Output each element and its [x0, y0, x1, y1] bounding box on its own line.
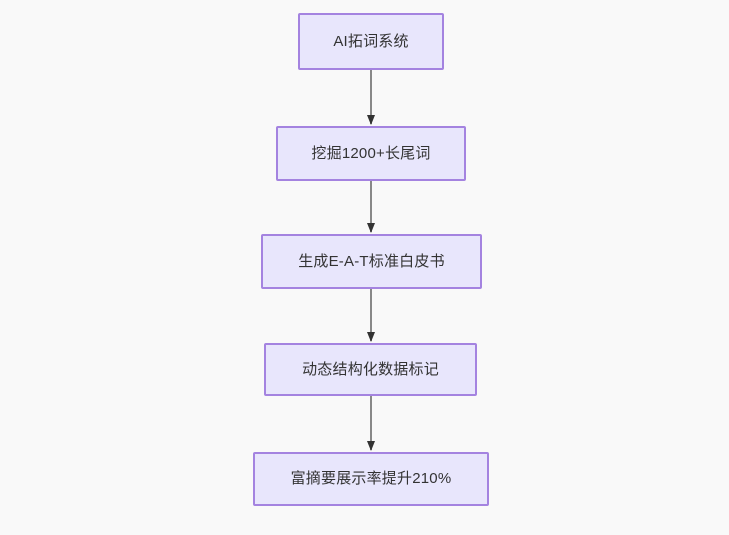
flow-node-label: 动态结构化数据标记 — [302, 360, 439, 378]
flow-node-label: 挖掘1200+长尾词 — [311, 144, 431, 162]
flow-node-label: AI拓词系统 — [333, 32, 409, 50]
flow-node-generate-eat-whitepaper[interactable]: 生成E-A-T标准白皮书 — [261, 234, 482, 289]
flow-node-mine-longtail-keywords[interactable]: 挖掘1200+长尾词 — [276, 126, 466, 181]
flow-node-dynamic-structured-data-markup[interactable]: 动态结构化数据标记 — [264, 343, 477, 396]
flow-node-ai-keyword-system[interactable]: AI拓词系统 — [298, 13, 444, 70]
flow-node-label: 生成E-A-T标准白皮书 — [298, 252, 445, 270]
flow-node-label: 富摘要展示率提升210% — [290, 470, 452, 487]
flow-node-rich-snippet-rate-increase[interactable]: 富摘要展示率提升210% — [253, 452, 489, 506]
